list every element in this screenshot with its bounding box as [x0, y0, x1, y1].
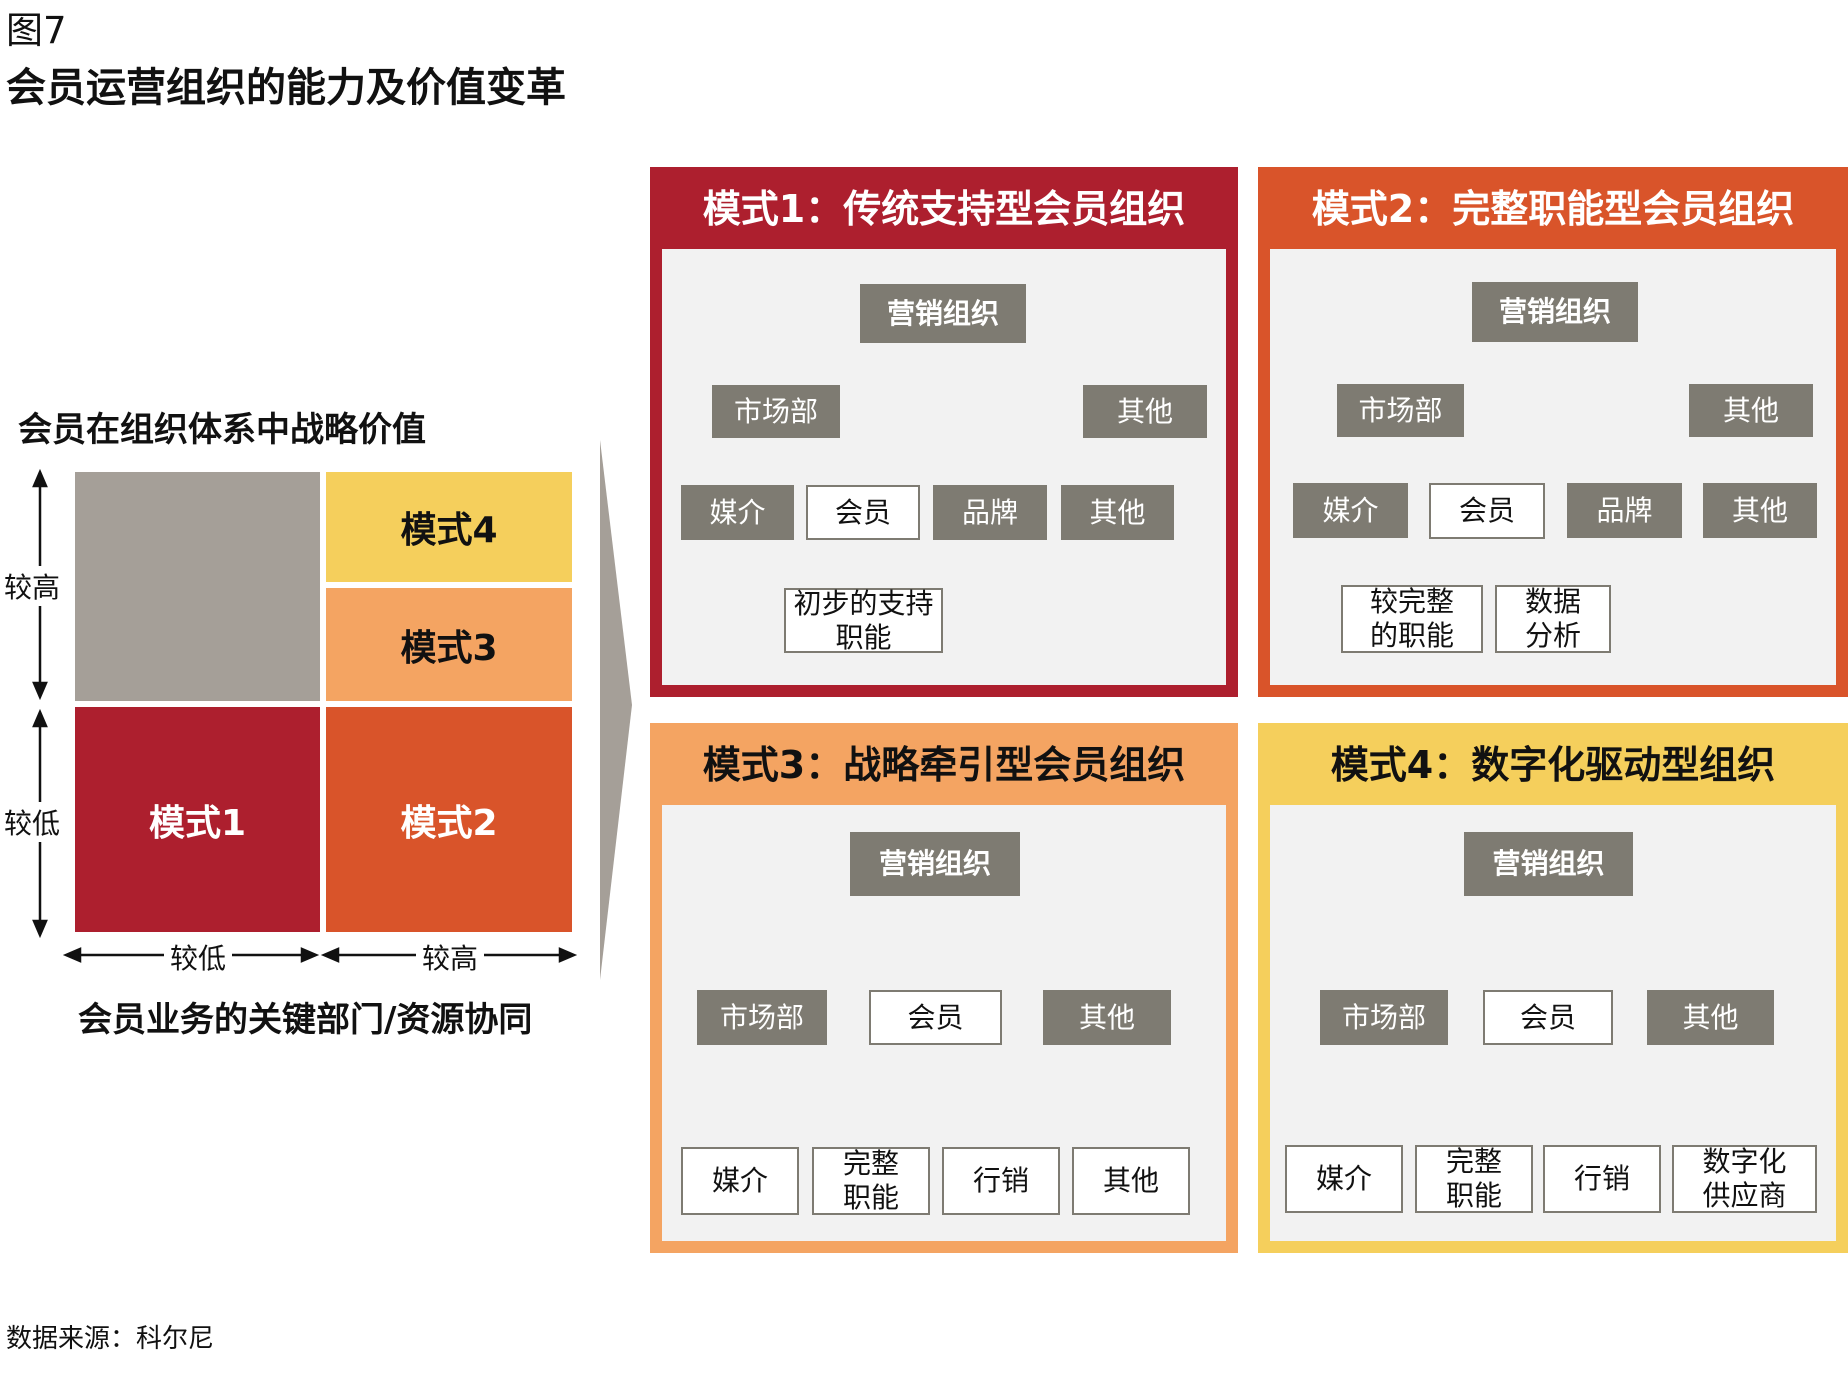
p3-market-node: 市场部 — [697, 990, 827, 1045]
panel-mode2-title: 模式2：完整职能型会员组织 — [1311, 186, 1795, 231]
matrix-cell-empty — [75, 472, 320, 701]
panel-mode1-title: 模式1：传统支持型会员组织 — [702, 186, 1186, 231]
p4-market-node: 市场部 — [1320, 990, 1448, 1045]
y-axis-title: 会员在组织体系中战略价值 — [18, 410, 426, 450]
p3-other-top-node: 其他 — [1043, 990, 1171, 1045]
p2-full-function-node: 较完整 的职能 — [1341, 585, 1483, 653]
p3-marketing-node: 行销 — [942, 1147, 1060, 1215]
p2-data-analysis-node: 数据 分析 — [1495, 585, 1611, 653]
p4-digital-vendor-node: 数字化 供应商 — [1672, 1145, 1817, 1213]
p3-root-node: 营销组织 — [850, 832, 1020, 896]
p3-other-node: 其他 — [1072, 1147, 1190, 1215]
p3-full-function-node: 完整 职能 — [812, 1147, 930, 1215]
p4-full-function-node: 完整 职能 — [1415, 1145, 1533, 1213]
p2-market-node: 市场部 — [1337, 384, 1464, 437]
p2-other-top-node: 其他 — [1689, 384, 1813, 437]
y-high-label: 较高 — [4, 566, 61, 606]
p4-media-node: 媒介 — [1285, 1145, 1403, 1213]
panel-mode4-title: 模式4：数字化驱动型组织 — [1330, 742, 1776, 787]
p1-media-node: 媒介 — [681, 485, 794, 540]
p2-media-node: 媒介 — [1293, 483, 1408, 538]
p3-member-node: 会员 — [869, 990, 1002, 1045]
y-low-label: 较低 — [4, 802, 61, 842]
p2-brand-node: 品牌 — [1567, 483, 1682, 538]
p4-member-node: 会员 — [1483, 990, 1613, 1045]
p2-other-node: 其他 — [1703, 483, 1817, 538]
p2-member-node: 会员 — [1429, 483, 1545, 539]
matrix-cell-mode3: 模式3 — [326, 588, 572, 701]
x-axis-title: 会员业务的关键部门/资源协同 — [78, 1000, 533, 1040]
panel-mode3-title: 模式3：战略牵引型会员组织 — [702, 742, 1186, 787]
x-high-label: 较高 — [416, 937, 485, 977]
p4-root-node: 营销组织 — [1464, 832, 1633, 896]
p1-market-node: 市场部 — [712, 385, 840, 438]
p3-media-node: 媒介 — [681, 1147, 799, 1215]
transition-arrow — [600, 440, 632, 980]
p1-other-node: 其他 — [1061, 485, 1174, 540]
matrix-cell-mode1: 模式1 — [75, 707, 320, 932]
matrix-cell-mode4: 模式4 — [326, 472, 572, 582]
p4-other-top-node: 其他 — [1647, 990, 1774, 1045]
p1-other-top-node: 其他 — [1083, 385, 1207, 438]
p1-member-node: 会员 — [806, 485, 920, 540]
x-low-label: 较低 — [164, 937, 233, 977]
p1-brand-node: 品牌 — [933, 485, 1047, 540]
matrix-cell-mode2: 模式2 — [326, 707, 572, 932]
source-note: 数据来源：科尔尼 — [6, 1324, 215, 1354]
p4-marketing-node: 行销 — [1543, 1145, 1661, 1213]
p1-root-node: 营销组织 — [860, 284, 1026, 343]
figure-title: 会员运营组织的能力及价值变革 — [6, 65, 566, 111]
p2-root-node: 营销组织 — [1472, 282, 1638, 342]
figure-label: 图7 — [6, 9, 67, 52]
p1-support-node: 初步的支持 职能 — [784, 587, 943, 654]
